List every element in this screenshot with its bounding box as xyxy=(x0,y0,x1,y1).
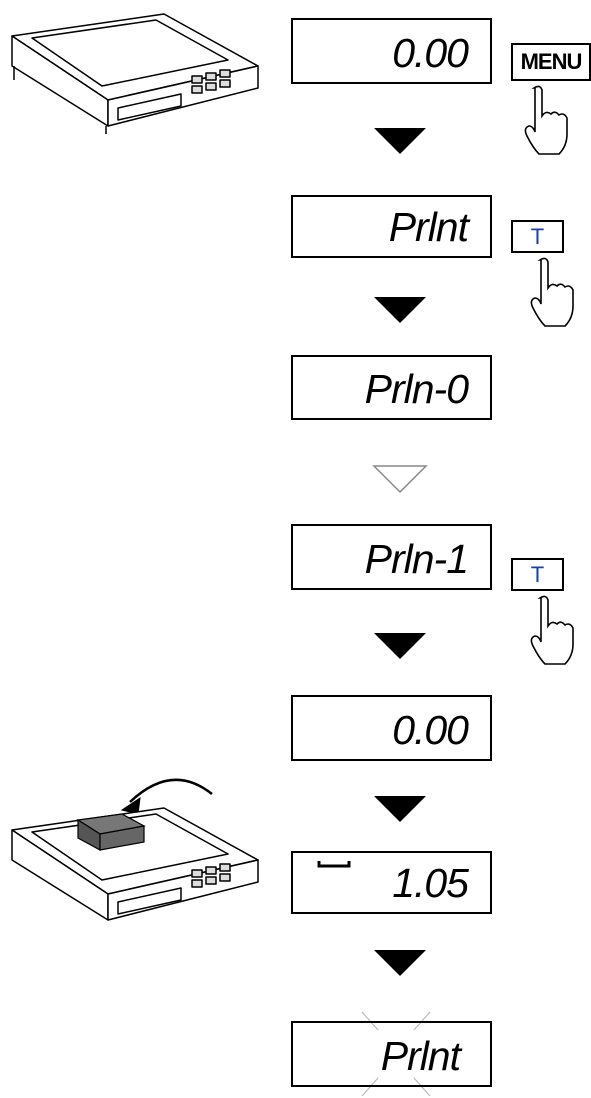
scale-icon xyxy=(11,13,259,134)
display-step-2: Prlnt xyxy=(291,195,492,258)
pointing-hand-icon xyxy=(530,257,574,327)
stable-indicator-icon xyxy=(317,861,351,868)
menu-key-label: MENU xyxy=(520,49,583,74)
arrow-down-icon xyxy=(374,128,426,154)
pointing-hand-icon xyxy=(530,595,574,665)
tare-key[interactable]: T xyxy=(511,220,564,253)
arrow-down-icon xyxy=(374,633,426,659)
tare-key-label: T xyxy=(530,224,545,249)
weight-icon xyxy=(76,813,146,852)
scale-with-weight-icon xyxy=(11,778,259,921)
display-value: 0.00 xyxy=(392,707,469,753)
display-value: 0.00 xyxy=(392,30,469,76)
pointing-hand-icon xyxy=(524,85,568,155)
display-step-7: Prlnt xyxy=(291,1021,492,1087)
arrow-down-icon xyxy=(374,796,426,822)
display-value: Prln-0 xyxy=(364,366,469,412)
arrow-down-icon xyxy=(374,950,426,976)
arrow-down-icon xyxy=(374,297,426,323)
display-step-5: 0.00 xyxy=(291,695,492,761)
tare-key[interactable]: T xyxy=(511,558,564,591)
display-step-4: Prln-1 xyxy=(291,524,492,590)
menu-key[interactable]: MENU xyxy=(511,43,591,81)
arrow-down-outline-icon xyxy=(372,465,428,494)
display-step-3: Prln-0 xyxy=(291,355,492,420)
display-value: 1.05 xyxy=(392,860,469,906)
display-value: Prlnt xyxy=(380,1033,461,1079)
display-step-6: 1.05 xyxy=(291,851,492,914)
display-step-1: 0.00 xyxy=(291,18,492,84)
display-value: Prln-1 xyxy=(364,536,469,582)
display-value: Prlnt xyxy=(388,204,469,250)
tare-key-label: T xyxy=(530,562,545,587)
